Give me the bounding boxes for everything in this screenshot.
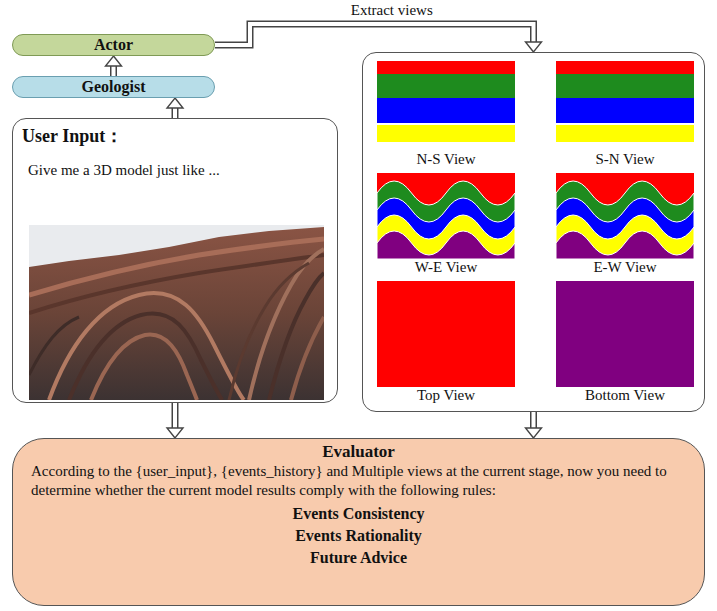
- rule-name: Events Consistency: [31, 503, 686, 525]
- hollow-arrow: [167, 403, 183, 438]
- node-title: W-E View: [377, 259, 515, 276]
- node-title: N-S View: [377, 151, 515, 168]
- layer-view: [377, 61, 515, 151]
- arrow-head: [526, 428, 542, 438]
- band: [377, 125, 515, 142]
- views-panel: N-S View S-N View W-E View E-W View Top …: [362, 52, 705, 412]
- node-title: Geologist: [82, 78, 146, 96]
- node-body: According to the {user_input}, {events_h…: [31, 462, 686, 500]
- rock-photo: [29, 225, 324, 400]
- rock-fold: [91, 335, 197, 400]
- input-box: User Input： Give me a 3D model just like …: [12, 118, 338, 403]
- agent-box: Actor: [12, 34, 215, 56]
- arrow-shaft: [530, 412, 537, 429]
- band: [377, 281, 515, 387]
- arrow-shaft-inner: [215, 24, 534, 45]
- hollow-arrow: [526, 412, 542, 438]
- rock-fold: [249, 249, 324, 400]
- layer-view: [377, 281, 515, 387]
- rock-fold: [291, 317, 324, 400]
- band: [377, 61, 515, 74]
- node-title: User Input：: [22, 124, 337, 148]
- band: [556, 125, 694, 142]
- node-title: Bottom View: [556, 387, 694, 404]
- band: [556, 198, 694, 259]
- rule-name: Events Rationality: [31, 525, 686, 547]
- agent-box: Geologist: [12, 76, 215, 98]
- view-image: W-E View: [377, 173, 515, 277]
- view-image: S-N View: [556, 61, 694, 169]
- band: [556, 98, 694, 123]
- arrow-shaft: [215, 24, 534, 45]
- band: [556, 181, 694, 259]
- band: [556, 173, 694, 259]
- node-title: Evaluator: [31, 442, 686, 462]
- arrow-head: [526, 42, 542, 52]
- layer-view: [556, 61, 694, 151]
- band: [556, 61, 694, 74]
- arrow-shaft-inner: [173, 403, 177, 429]
- arrow-shaft: [172, 403, 179, 429]
- cliff: [29, 227, 324, 400]
- arrow-head: [167, 428, 183, 438]
- band: [556, 281, 694, 387]
- rock-fold: [29, 317, 79, 375]
- arrow-head: [167, 98, 183, 108]
- hollow-arrow: [215, 24, 542, 52]
- band: [556, 231, 694, 259]
- edge-label: Extract views: [348, 2, 436, 19]
- layer-view: [556, 173, 694, 259]
- band: [556, 215, 694, 259]
- view-image: Top View: [377, 281, 515, 405]
- hollow-arrow: [167, 98, 183, 118]
- rock-fold: [69, 314, 222, 400]
- node-title: Top View: [377, 387, 515, 404]
- rock-fold: [269, 273, 324, 400]
- node-title: S-N View: [556, 151, 694, 168]
- band: [377, 181, 515, 259]
- view-image: N-S View: [377, 61, 515, 169]
- sky: [29, 225, 324, 400]
- hollow-arrow: [106, 56, 122, 76]
- node-body: Give me a 3D model just like ...: [28, 162, 337, 179]
- band: [377, 173, 515, 259]
- band: [377, 98, 515, 123]
- band: [377, 231, 515, 259]
- node-title: Actor: [94, 36, 133, 54]
- layer-view: [556, 281, 694, 387]
- band: [377, 198, 515, 259]
- band: [556, 74, 694, 98]
- view-image: E-W View: [556, 173, 694, 277]
- view-image: Bottom View: [556, 281, 694, 405]
- band: [377, 215, 515, 259]
- rule-name: Future Advice: [31, 547, 686, 569]
- layer-view: [377, 173, 515, 259]
- arrow-head: [106, 56, 122, 66]
- evaluator-box: EvaluatorAccording to the {user_input}, …: [12, 438, 705, 606]
- node-title: E-W View: [556, 259, 694, 276]
- rock-fold: [49, 293, 244, 400]
- band: [377, 74, 515, 98]
- arrow-shaft-inner: [532, 412, 536, 429]
- rock-fold: [229, 263, 309, 400]
